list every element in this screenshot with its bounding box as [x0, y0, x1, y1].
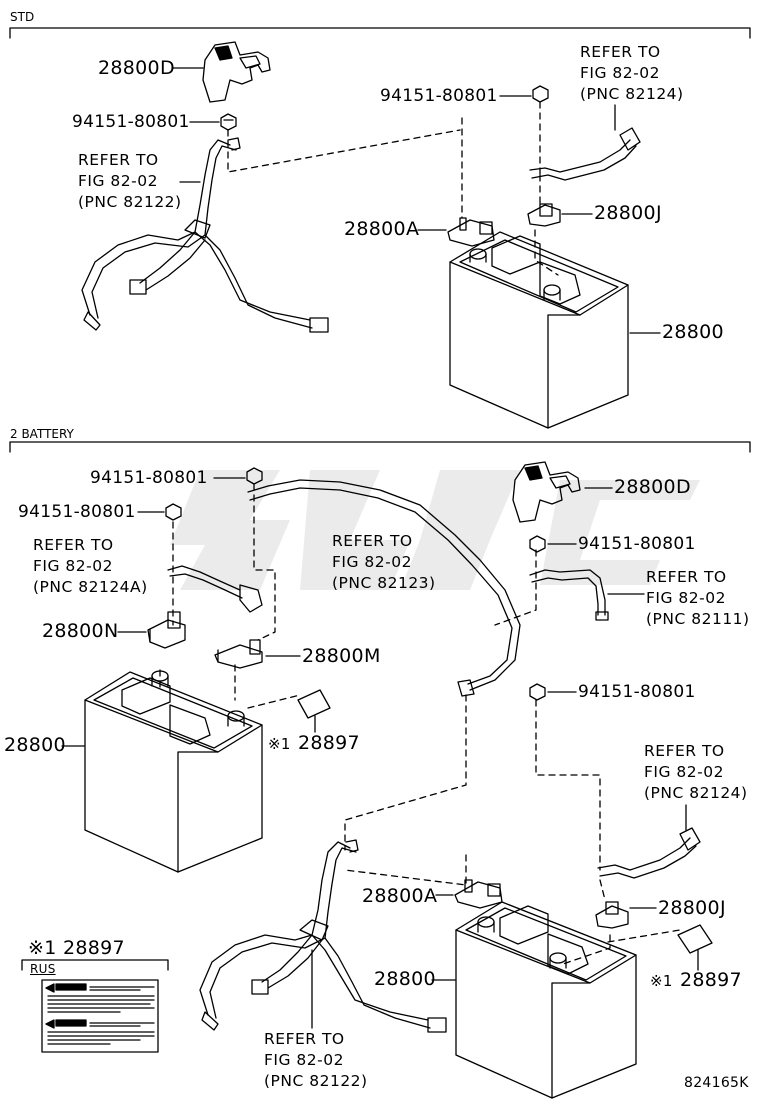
watermark-logo [170, 470, 700, 590]
part-label-28800n: 28800N [42, 620, 119, 642]
part-label-28897-a: 28897 [298, 732, 360, 754]
label-sheet-28897-a [297, 689, 331, 719]
part-label-nut-2b-top: 94151-80801 [90, 468, 208, 488]
part-label-nut-2b-right2: 94151-80801 [578, 682, 696, 702]
cable-2b-82111 [529, 569, 609, 621]
std-section-bracket [9, 27, 751, 39]
terminal-28800j-std [527, 203, 561, 227]
label-mark-1a: ※1 [268, 735, 291, 753]
harness-2b-bottom [199, 839, 447, 1033]
reference-2b-82111: REFER TO FIG 82-02 (PNC 82111) [646, 568, 750, 628]
part-label-nut-2b-right1: 94151-80801 [578, 534, 696, 554]
section-title-2-battery: 2 BATTERY [10, 427, 74, 441]
terminal-28800a-std [447, 217, 495, 247]
cable-2b-82124 [597, 804, 701, 879]
bracket-28800d-std [202, 41, 271, 103]
battery-2b-right [455, 901, 637, 1099]
harness-std-left [81, 137, 329, 333]
part-label-nut-std-left: 94151-80801 [72, 112, 190, 132]
part-label-28800d-std: 28800D [98, 57, 175, 79]
cable-std-right [529, 104, 641, 181]
battery-2b-left [84, 670, 263, 873]
part-label-28800a-std: 28800A [344, 218, 420, 240]
part-label-nut-2b-left: 94151-80801 [18, 502, 136, 522]
part-label-battery-std: 28800 [662, 321, 724, 343]
part-label-28800j-2b: 28800J [658, 897, 726, 919]
cable-2b-82123 [247, 479, 521, 697]
drawing-number: 824165K [684, 1075, 749, 1091]
section-title-std: STD [10, 10, 35, 24]
battery-std [449, 231, 629, 429]
inset-tag-rus: RUS [30, 962, 56, 976]
terminal-28800m [214, 639, 263, 669]
part-label-battery-2b-right: 28800 [374, 968, 436, 990]
dashed-lines-std [227, 101, 559, 276]
nut-2b-right2 [529, 683, 546, 701]
reference-2b-82122: REFER TO FIG 82-02 (PNC 82122) [264, 1030, 368, 1090]
reference-2b-82123: REFER TO FIG 82-02 (PNC 82123) [332, 532, 436, 592]
nut-2b-right1 [529, 535, 546, 553]
part-label-nut-std-right: 94151-80801 [380, 86, 498, 106]
inset-title: ※1 28897 [28, 937, 125, 959]
reference-std-right: REFER TO FIG 82-02 (PNC 82124) [580, 43, 684, 103]
nut-2b-top [246, 467, 263, 485]
nut-std-left [220, 113, 237, 131]
reference-std-left: REFER TO FIG 82-02 (PNC 82122) [78, 151, 182, 211]
inset-caution-label [21, 959, 169, 1053]
reference-2b-82124: REFER TO FIG 82-02 (PNC 82124) [644, 742, 748, 802]
part-label-28800m: 28800M [302, 645, 381, 667]
dashed-lines-2b [159, 483, 681, 966]
cable-2b-82124a [167, 565, 263, 613]
part-label-28800d-2b: 28800D [614, 476, 691, 498]
part-label-28800j-std: 28800J [594, 202, 662, 224]
part-label-28800a-2b: 28800A [362, 885, 438, 907]
nut-std-right [532, 85, 549, 103]
part-label-battery-2b-left: 28800 [4, 734, 66, 756]
label-sheet-28897-b [677, 924, 713, 954]
terminal-28800j-2b [595, 901, 629, 929]
terminal-28800n [147, 611, 186, 649]
part-label-28897-b: 28897 [680, 969, 742, 991]
nut-2b-left [165, 503, 182, 521]
bracket-28800d-2b [512, 461, 581, 523]
reference-2b-82124a: REFER TO FIG 82-02 (PNC 82124A) [33, 536, 148, 596]
label-mark-1b: ※1 [650, 972, 673, 990]
two-battery-section-bracket [9, 441, 751, 453]
